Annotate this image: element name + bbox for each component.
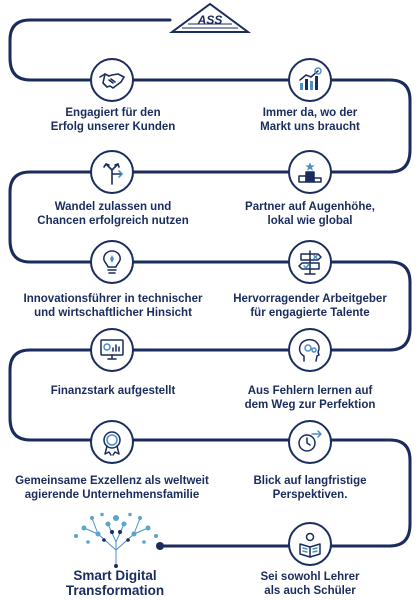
digital-tree-icon (74, 512, 158, 568)
caption-item-3: Wandel zulassen und Chancen erfolgreich … (37, 201, 189, 227)
clock-arrow-icon (298, 430, 322, 452)
clock-arrow-node (288, 420, 332, 464)
caption-item-6: Hervorragender Arbeitgeber für engagiert… (233, 293, 387, 319)
footer-title: Smart Digital Transformation (65, 568, 165, 598)
branching-arrows-icon (103, 163, 123, 185)
company-logo: ASS (168, 2, 252, 34)
caption-item-2: Immer da, wo der Markt uns braucht (260, 107, 360, 133)
head-gears-node (288, 328, 332, 372)
caption-item-7: Finanzstark aufgestellt (50, 385, 176, 397)
reading-person-node (288, 522, 332, 566)
finance-dashboard-icon (100, 339, 124, 360)
award-badge-icon (103, 431, 121, 456)
caption-item-8: Aus Fehlern lernen auf dem Weg zur Perfe… (244, 385, 376, 411)
caption-item-9: Gemeinsame Exzellenz als weltweit agiere… (15, 475, 209, 501)
rocket-bulb-node (90, 240, 134, 284)
caption-item-1: Engagiert für den Erfolg unserer Kunden (50, 107, 176, 133)
signpost-icon (298, 250, 322, 275)
reading-person-icon (299, 532, 321, 558)
mountain-logo-icon: ASS (168, 2, 252, 33)
logo-text: ASS (197, 13, 223, 27)
market-chart-node (288, 58, 332, 102)
podium-icon (298, 162, 322, 183)
rocket-bulb-icon (103, 250, 121, 274)
digital-tree (68, 512, 164, 568)
handshake-icon (99, 73, 125, 89)
branching-arrows-node (90, 150, 134, 194)
market-chart-icon (299, 67, 322, 90)
caption-item-11: Sei sowohl Lehrer als auch Schüler (260, 571, 360, 597)
caption-item-10: Blick auf langfristige Perspektiven. (253, 475, 367, 501)
award-badge-node (90, 420, 134, 464)
signpost-node (288, 240, 332, 284)
caption-item-5: Innovationsführer in technischer und wir… (23, 293, 203, 319)
handshake-node (90, 58, 134, 102)
caption-item-4: Partner auf Augenhöhe, lokal wie global (245, 201, 375, 227)
podium-node (288, 150, 332, 194)
head-gears-icon (298, 338, 320, 362)
finance-dashboard-node (90, 328, 134, 372)
